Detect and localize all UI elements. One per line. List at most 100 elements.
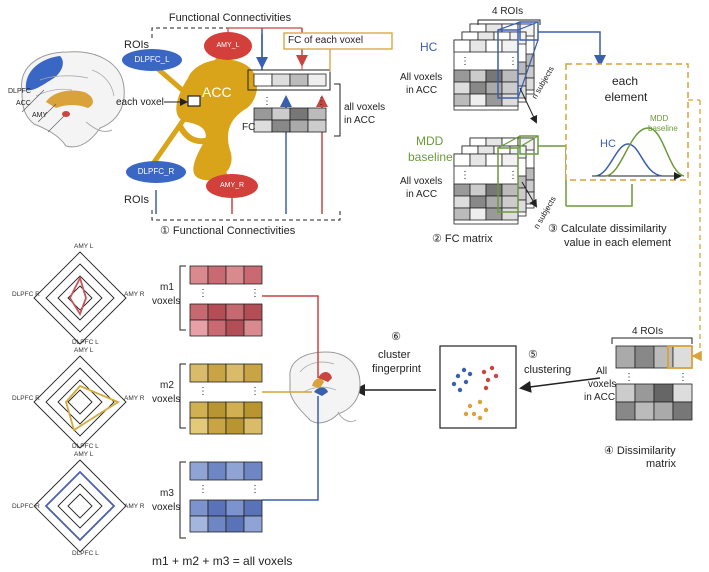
caption-3-line2: value in each element xyxy=(564,237,672,249)
stack-cell xyxy=(501,183,519,197)
stack-cell xyxy=(469,93,487,107)
stack-cell xyxy=(485,69,503,83)
ellipsis: ⋮ xyxy=(250,484,260,495)
cluster-dot xyxy=(483,385,489,391)
ellipsis: ⋮ xyxy=(198,288,208,299)
fc-row-cell xyxy=(289,73,309,87)
hc-label: HC xyxy=(420,40,438,54)
fc-label: FC xyxy=(242,122,256,133)
ellipsis: ⋮ xyxy=(508,56,518,67)
four-rois-label-4: 4 ROIs xyxy=(632,326,664,337)
dissim-cell xyxy=(634,345,655,369)
cluster-cell xyxy=(243,461,263,481)
cluster-cell xyxy=(189,303,209,321)
four-rois-label-2: 4 ROIs xyxy=(492,6,524,17)
stack-cell xyxy=(453,69,471,83)
radar-ring xyxy=(33,251,127,345)
cluster-cell xyxy=(225,515,245,533)
stack-cell xyxy=(485,183,503,197)
ellipsis: ⋮ xyxy=(460,170,470,181)
m3-label-2: voxels xyxy=(152,502,181,513)
radar2-bottom: DLPFC L xyxy=(72,443,99,450)
fc-schematic: ⋮⋮ xyxy=(122,27,393,221)
fingerprint-line2: fingerprint xyxy=(372,363,421,375)
cluster-cell xyxy=(189,319,209,337)
stack-cell xyxy=(469,39,487,53)
cluster-cell xyxy=(189,417,209,435)
radar-ring xyxy=(33,355,127,449)
ellipsis: ⋮ xyxy=(198,386,208,397)
curve-baseline-label: baseline xyxy=(648,124,678,133)
brain-amy-label: AMY xyxy=(32,112,48,119)
cluster-dot xyxy=(485,377,491,383)
stack-cell xyxy=(453,81,471,95)
fc-matrix-cell xyxy=(307,119,327,133)
m2-label-2: voxels xyxy=(152,394,181,405)
cluster-brain xyxy=(289,351,361,424)
cluster-dot xyxy=(457,387,463,393)
cluster-cell xyxy=(243,319,263,337)
p4-in-acc: in ACC xyxy=(584,392,616,403)
radar1-top: AMY L xyxy=(74,243,94,250)
fc-matrix-cell xyxy=(253,107,273,121)
ellipsis: ⋮ xyxy=(316,96,326,107)
dissimilarity-matrix: ⋮⋮ xyxy=(611,337,693,421)
stack-cell xyxy=(501,195,519,209)
cluster-dot xyxy=(471,411,477,417)
cluster-dot xyxy=(477,415,483,421)
radar-ring xyxy=(67,493,93,519)
cluster-cell xyxy=(207,461,227,481)
stack-cell xyxy=(485,81,503,95)
cluster-dot xyxy=(483,407,489,413)
fc-row-cell xyxy=(271,73,291,87)
baseline-label: baseline xyxy=(408,150,453,164)
cluster-dot xyxy=(463,411,469,417)
stack-cell xyxy=(501,39,519,53)
radar-profile xyxy=(65,384,120,432)
radar-profile xyxy=(68,275,87,317)
cluster-cell xyxy=(225,303,245,321)
radar-ring xyxy=(45,367,115,437)
radar3-right: AMY R xyxy=(124,503,145,510)
fc-row-cell xyxy=(253,73,273,87)
dissim-cell xyxy=(672,383,693,403)
mdd-all-voxels: All voxels xyxy=(400,176,443,187)
cluster-dot xyxy=(477,399,483,405)
fc-matrix-cell xyxy=(289,119,309,133)
cluster-cell xyxy=(243,265,263,285)
cluster-cell xyxy=(207,303,227,321)
mdd-in-acc: in ACC xyxy=(406,189,438,200)
stack-cell xyxy=(453,207,471,221)
radar1-left: DLPFC R xyxy=(12,291,40,298)
stack-cell xyxy=(501,69,519,83)
stack-cell xyxy=(501,153,519,167)
dissimilarity-box xyxy=(565,63,702,362)
cluster-cell xyxy=(189,363,209,383)
roi-dlpfc-l xyxy=(122,49,182,71)
ellipsis: ⋮ xyxy=(250,386,260,397)
radar1-right: AMY R xyxy=(124,291,145,298)
radar-ring xyxy=(57,379,103,425)
stack-cell xyxy=(453,153,471,167)
amy-r-label: AMY_R xyxy=(219,182,245,189)
cluster-cell xyxy=(207,319,227,337)
ellipsis: ⋮ xyxy=(262,96,272,107)
in-acc-label-1: in ACC xyxy=(344,115,376,126)
caption-4-line1: ④ Dissimilarity xyxy=(604,445,676,457)
fc-each-voxel-label: FC of each voxel xyxy=(288,35,364,46)
cluster-cell xyxy=(243,303,263,321)
stack-cell xyxy=(501,93,519,107)
fingerprint-line1: cluster xyxy=(378,349,411,361)
fc-matrix-cell xyxy=(271,119,291,133)
radar-ring xyxy=(67,389,93,415)
cluster-cell xyxy=(243,417,263,435)
cluster-dot xyxy=(467,371,473,377)
cluster-cell xyxy=(225,363,245,383)
cluster-dot xyxy=(489,365,495,371)
hc-all-voxels: All voxels xyxy=(400,72,443,83)
dissim-cell xyxy=(653,383,674,403)
ellipsis: ⋮ xyxy=(678,372,688,383)
cluster-dot xyxy=(467,403,473,409)
all-voxels-label-1: all voxels xyxy=(344,102,386,113)
cluster-cell xyxy=(207,515,227,533)
